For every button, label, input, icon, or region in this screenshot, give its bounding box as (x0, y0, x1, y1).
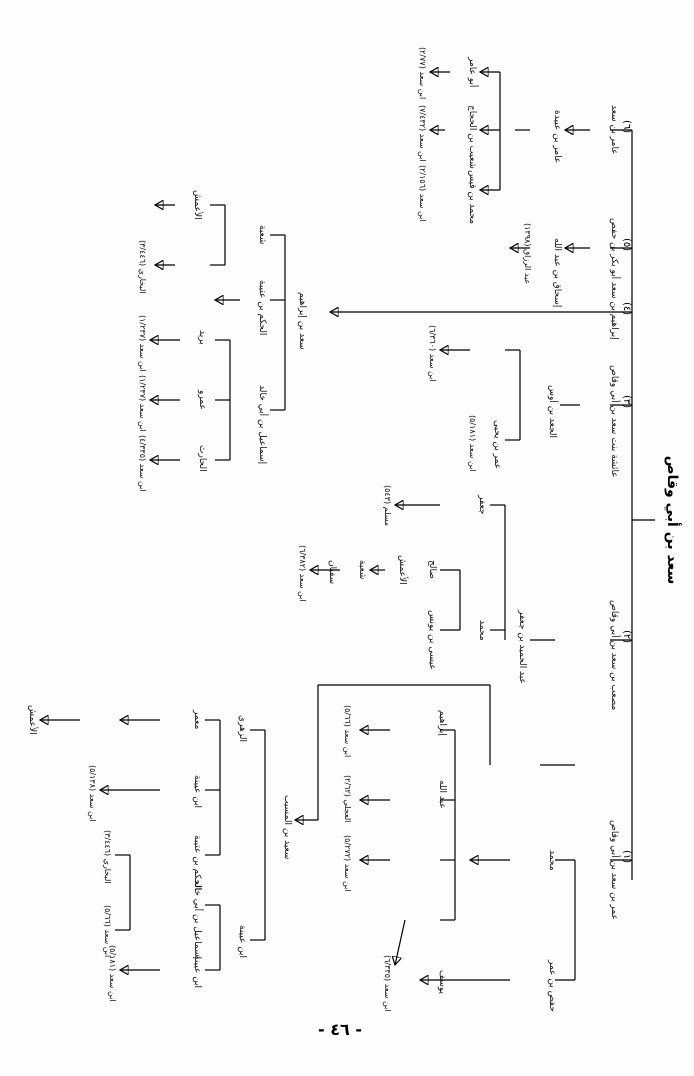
tree-node: محمد (547, 850, 557, 871)
citation: ابن سعد (١/٢٣٧) (138, 315, 147, 372)
tree-node: شعبة (357, 560, 367, 579)
page-number: - ٤٦ - (318, 1020, 362, 1039)
citation: ابن سعد (٧/٤٣٢) (418, 105, 427, 162)
citation: ابن سعد (٤/٣٣٥) (138, 435, 147, 492)
branch-number: (٢) (621, 630, 632, 643)
tree-node: الأعمش (192, 190, 204, 220)
tree-node: الأعمش (27, 705, 39, 735)
citation: البخاري (٣/٤٤٦) (103, 830, 112, 883)
tree-node: الزهري (237, 715, 247, 742)
branch-label: إبراهيم بن سعد (609, 282, 619, 340)
tree-node: عبد الحميد بن جعفر (517, 609, 527, 684)
branch-6: (٦) عامر بن سعد (609, 105, 632, 155)
tree-node: عيسى بن يونس (427, 610, 437, 670)
citation: ابن سعد (٦/٣٦٠) (428, 325, 437, 382)
branch-4: (٤) إبراهيم بن سعد (609, 282, 632, 340)
tree-node: الحارث (197, 445, 207, 472)
citation: ابن سعد (٢/١٥٦) (418, 165, 427, 222)
page-title: سعد بن أبي وقاص (664, 456, 682, 584)
tree-node: يوسف (437, 970, 447, 995)
citation: ابن سعد (٥/١٨١) (468, 415, 477, 472)
branch-label: عمر بن سعد بن أبي وقاص (609, 820, 621, 920)
citation: ابن سعد (٥/٢٧٢) (343, 835, 352, 892)
tree-node: الحكم بن عتيبة (192, 835, 202, 890)
branch-3: (٣) عائشة بنت سعد بن أبي وقاص (609, 365, 632, 478)
tree-node: بريد (197, 330, 207, 345)
branch-number: (٥) (621, 238, 632, 251)
citation: العجلي (٢/٦٢) (343, 775, 352, 822)
tree-node: محمد (477, 620, 487, 641)
branch-label: مصعب بن سعد بن أبي وقاص (609, 600, 621, 710)
tree-node: إسماعيل بن أبي خالد (192, 880, 204, 959)
tree-node: الأعمش (397, 555, 409, 585)
citation: عبد الرزاق (١٣٩٨) (523, 223, 532, 284)
tree-node: جعفر (477, 494, 487, 514)
tree-node: ابن عيينة (237, 925, 247, 958)
tree-node: عمرو (197, 389, 207, 410)
tree-connectors (40, 72, 655, 980)
tree-node: معمر (192, 709, 202, 730)
citation: البخاري (٣/٤٤٦) (138, 240, 147, 293)
branch-1: (١) عمر بن سعد بن أبي وقاص (609, 820, 632, 920)
tree-node: ابن عيينة (192, 775, 202, 808)
tree-node: سفيان (327, 560, 337, 584)
tree-node: عبد الله (437, 780, 447, 809)
citation: ابن سعد (٥/١٣٨) (88, 765, 97, 822)
citation: ابن سعد (١/٢٣٧) (138, 375, 147, 432)
tree-node: حفص بن عمر (547, 959, 557, 1012)
branch-number: (٣) (621, 395, 632, 408)
tree-node: صالح (427, 560, 437, 579)
tree-node: سعد بن إبراهيم (297, 292, 307, 350)
branch-number: (١) (621, 850, 632, 863)
citation: ابن سعد (٦/٣٣٥) (383, 955, 392, 1012)
branch-number: (٦) (621, 120, 632, 133)
tree-node: الجعد بن أوس (547, 385, 559, 438)
tree-node: محمد بن قيس (467, 170, 477, 224)
branch-number: (٤) (621, 302, 632, 315)
citation: مسلم (٥٤٣) (383, 485, 392, 526)
tree-node: شعيب بن الحجاج (467, 105, 477, 169)
tree-node: إبراهيم (437, 710, 447, 736)
citation: ابن سعد (٦/٣٨٢) (298, 545, 307, 602)
citation: ابن سعد (٥/٦٦) (343, 705, 352, 757)
branch-label: عامر بن سعد (609, 105, 619, 155)
tree-node: إسحاق بن عبد الله (552, 238, 562, 307)
citation: ابن سعد (٥/١٨١) (108, 945, 117, 1002)
tree-node: الحكم بن عتيبة (257, 280, 267, 335)
branch-label: أبو بكر بن حفص (609, 218, 621, 279)
tree-node: شعبة (257, 225, 267, 244)
branch-5: (٥) أبو بكر بن حفص (609, 218, 632, 279)
citation: ابن سعد (٢/٧٧) (418, 47, 427, 99)
branch-label: عائشة بنت سعد بن أبي وقاص (609, 365, 621, 478)
branch-2: (٢) مصعب بن سعد بن أبي وقاص (609, 600, 632, 710)
tree-node: أبو عامر (467, 56, 479, 87)
citation: ابن سعد (٥/٦٦) (103, 905, 112, 957)
tree-node: عمر بن يحيى (492, 420, 502, 469)
tree-node: إسماعيل بن أبي خالد (257, 385, 269, 464)
tree-node: ابن عيينة (192, 955, 202, 988)
tree-node: عامر بن عبيدة (552, 110, 562, 163)
tree-node: سعيد بن المسيب (282, 795, 292, 859)
